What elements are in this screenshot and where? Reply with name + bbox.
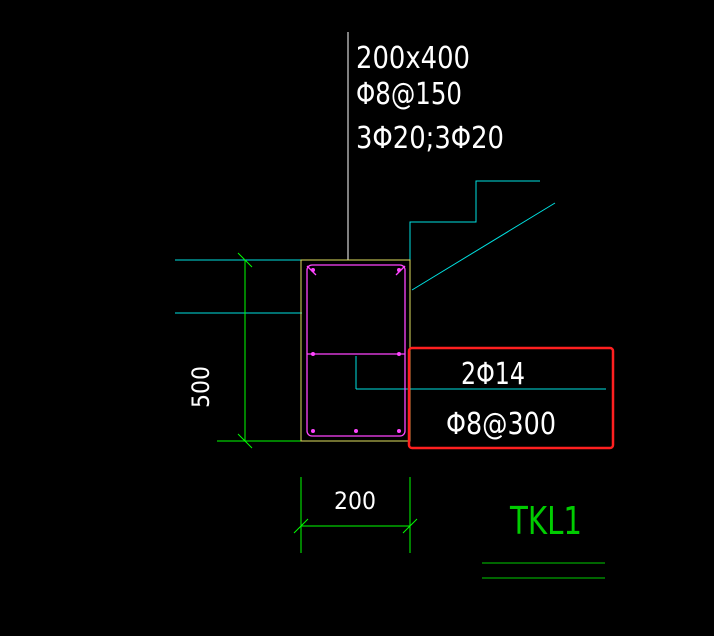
beam-size-label: 200x400 <box>356 41 470 76</box>
highlight-box <box>407 346 615 450</box>
rebar-dots <box>311 268 401 433</box>
height-dimension-text: 500 <box>187 366 215 408</box>
side-bars-label: 2Φ14 <box>461 357 525 392</box>
drawing-title: TKL1 <box>509 499 582 543</box>
title-underline <box>482 562 605 579</box>
slab-lines <box>175 180 606 390</box>
width-dimension-text: 200 <box>334 487 376 515</box>
height-dimension <box>217 252 302 449</box>
width-dimension <box>293 477 418 553</box>
beam-section-outline <box>300 259 411 442</box>
side-ties-label: Φ8@300 <box>446 407 556 442</box>
rebar-cage <box>306 264 406 437</box>
beam-main-bars-label: 3Φ20;3Φ20 <box>356 121 504 156</box>
beam-stirrup-label: Φ8@150 <box>356 77 462 112</box>
